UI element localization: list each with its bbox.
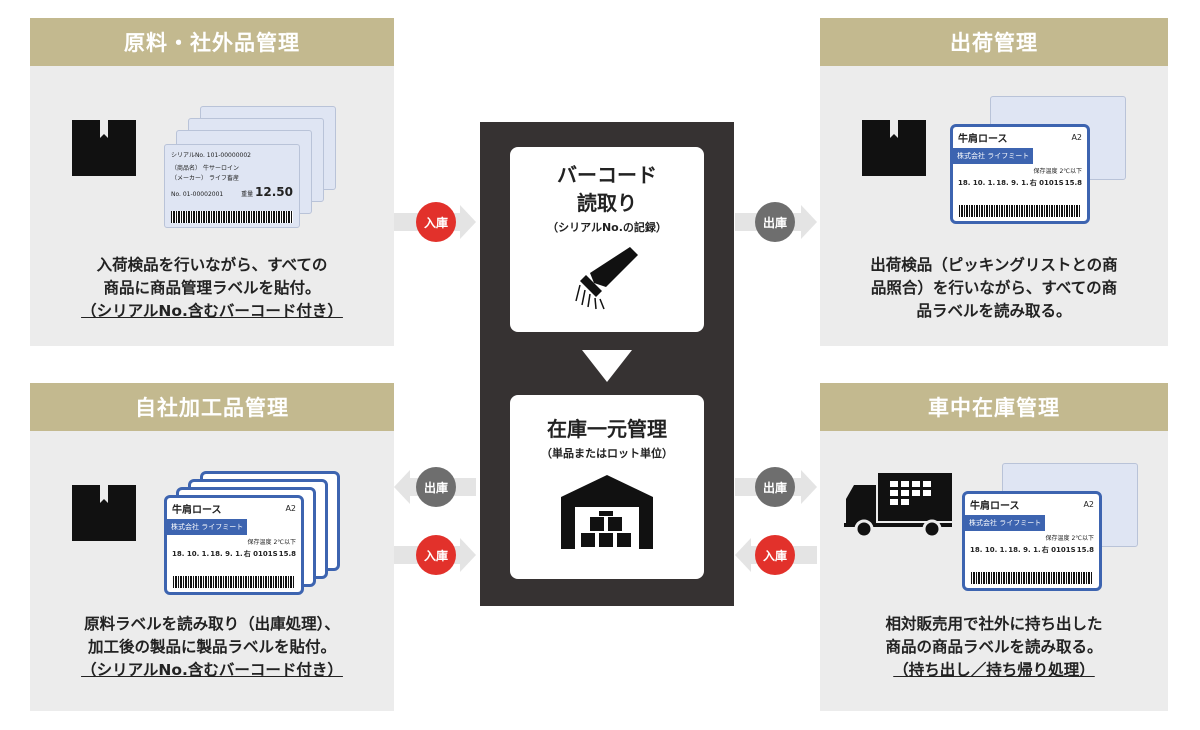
desc-line: 原料ラベルを読み取り（出庫処理）、 xyxy=(84,615,340,633)
product-name: 牛肩ロース xyxy=(172,505,222,516)
barcode-scan-box: バーコード 読取り （シリアルNo.の記録） xyxy=(510,147,704,332)
panel-description: 入荷検品を行いながら、すべての商品に商品管理ラベルを貼付。 （シリアルNo.含むバ… xyxy=(30,254,394,323)
desc-line: 入荷検品を行いながら、すべての xyxy=(96,256,328,274)
arrow-out-bottom-right: 出庫 xyxy=(735,467,817,507)
storage-temp: 保存温度 2℃以下 xyxy=(1033,168,1082,175)
product-name: 牛サーロイン xyxy=(202,165,239,172)
maker-key: （メーカー） xyxy=(171,175,208,182)
in-badge: 入庫 xyxy=(416,202,456,242)
product-name: 牛肩ロース xyxy=(958,134,1008,145)
desc-line: （シリアルNo.含むバーコード付き） xyxy=(81,302,343,320)
desc-line: 品照合）を行いながら、すべての商 xyxy=(870,279,1118,297)
desc-line: 商品に商品管理ラベルを貼付。 xyxy=(103,279,321,297)
arrow-out-bottom-left: 出庫 xyxy=(394,467,476,507)
box-icon xyxy=(72,120,136,176)
name-key: （商品名） xyxy=(171,165,202,172)
date: 18. 10. 1. xyxy=(970,546,1008,554)
arrow-in-top-left: 入庫 xyxy=(394,202,476,242)
desc-line: 出荷検品（ピッキングリストとの商 xyxy=(870,256,1118,274)
truck-icon xyxy=(844,473,952,539)
date: 18. 9. 1. xyxy=(210,550,243,558)
part-code: 右 0101S xyxy=(243,550,278,558)
weight-value: 12.50 xyxy=(255,185,293,199)
product-name: 牛肩ロース xyxy=(970,501,1020,512)
arrow-in-bottom-right: 入庫 xyxy=(735,535,817,575)
date: 18. 10. 1. xyxy=(172,550,210,558)
barcode xyxy=(971,572,1093,584)
weight-value: 15.8 xyxy=(1064,179,1082,187)
panel-description: 出荷検品（ピッキングリストとの商品照合）を行いながら、すべての商品ラベルを読み取… xyxy=(820,254,1168,323)
arrow-shape xyxy=(460,205,476,239)
arrow-out-top-right: 出庫 xyxy=(735,202,817,242)
out-badge: 出庫 xyxy=(416,467,456,507)
stock-subtitle: （単品またはロット単位） xyxy=(541,447,673,460)
barcode xyxy=(171,211,293,223)
product-label: 牛肩ロース A2 株式会社 ライフミート 保存温度 2℃以下 18. 10. 1.… xyxy=(962,491,1102,591)
grade: A2 xyxy=(285,504,296,513)
barcode xyxy=(173,576,295,588)
warehouse-icon xyxy=(561,475,653,549)
serial-number: シリアルNo. 101-00000002 xyxy=(171,152,251,159)
panel-shipping: 出荷管理 牛肩ロース A2 株式会社 ライフミート 保存温度 2℃以下 18. 1… xyxy=(820,18,1168,346)
scan-subtitle: （シリアルNo.の記録） xyxy=(547,221,667,234)
in-badge: 入庫 xyxy=(416,535,456,575)
panel-raw-materials: 原料・社外品管理 シリアルNo. 101-00000002 （商品名） 牛サーロ… xyxy=(30,18,394,346)
desc-line: （シリアルNo.含むバーコード付き） xyxy=(81,661,343,679)
desc-line: 品ラベルを読み取る。 xyxy=(916,302,1072,320)
grade: A2 xyxy=(1083,500,1094,509)
product-label: 牛肩ロース A2 株式会社 ライフミート 保存温度 2℃以下 18. 10. 1.… xyxy=(164,495,304,595)
panel-title: 車中在庫管理 xyxy=(820,383,1168,431)
panel-title: 原料・社外品管理 xyxy=(30,18,394,66)
desc-line: 加工後の製品に製品ラベルを貼付。 xyxy=(87,638,336,656)
scan-title: 読取り xyxy=(577,191,637,215)
desc-line: 相対販売用で社外に持ち出した xyxy=(885,615,1103,633)
stock-title: 在庫一元管理 xyxy=(547,417,667,441)
weight-value: 15.8 xyxy=(1076,546,1094,554)
panel-description: 相対販売用で社外に持ち出した商品の商品ラベルを読み取る。 （持ち出し／持ち帰り処理… xyxy=(820,613,1168,682)
storage-temp: 保存温度 2℃以下 xyxy=(1045,535,1094,542)
part-code: 右 0101S xyxy=(1041,546,1076,554)
arrow-in-bottom-left: 入庫 xyxy=(394,535,476,575)
storage-temp: 保存温度 2℃以下 xyxy=(247,539,296,546)
panel-in-house-processing: 自社加工品管理 牛肩ロース A2 株式会社 ライフミート 保存温度 2℃以下 18… xyxy=(30,383,394,711)
part-code: 右 0101S xyxy=(1029,179,1064,187)
box-icon xyxy=(862,120,926,176)
date: 18. 9. 1. xyxy=(1008,546,1041,554)
arrow-shape xyxy=(801,205,817,239)
inventory-management-box: 在庫一元管理 （単品またはロット単位） xyxy=(510,395,704,579)
panel-title: 出荷管理 xyxy=(820,18,1168,66)
company-name: 株式会社 ライフミート xyxy=(965,515,1046,531)
weight-value: 15.8 xyxy=(278,550,296,558)
company-name: 株式会社 ライフミート xyxy=(167,519,248,535)
barcode xyxy=(959,205,1081,217)
weight-key: 重量 xyxy=(241,191,254,198)
grade: A2 xyxy=(1071,133,1082,142)
scan-title: バーコード xyxy=(557,163,657,187)
product-label: 牛肩ロース A2 株式会社 ライフミート 保存温度 2℃以下 18. 10. 1.… xyxy=(950,124,1090,224)
central-system: バーコード 読取り （シリアルNo.の記録） 在庫一元管理 （単品またはロット単… xyxy=(480,122,734,606)
barcode-scanner-icon xyxy=(575,247,638,310)
date: 18. 9. 1. xyxy=(996,179,1029,187)
in-badge: 入庫 xyxy=(755,535,795,575)
arrow-shape xyxy=(394,470,410,504)
lot-number: No. 01-00002001 xyxy=(171,191,224,198)
company-name: 株式会社 ライフミート xyxy=(953,148,1034,164)
arrow-shape xyxy=(801,470,817,504)
out-badge: 出庫 xyxy=(755,202,795,242)
out-badge: 出庫 xyxy=(755,467,795,507)
arrow-shape xyxy=(735,538,751,572)
down-triangle-icon xyxy=(582,350,632,382)
date: 18. 10. 1. xyxy=(958,179,996,187)
panel-in-vehicle-stock: 車中在庫管理 牛肩ロース A2 株式会社 ライフミート 保存温度 2℃以下 18.… xyxy=(820,383,1168,711)
arrow-shape xyxy=(460,538,476,572)
maker-name: ライフ畜産 xyxy=(208,175,239,182)
desc-line: 商品の商品ラベルを読み取る。 xyxy=(885,638,1103,656)
panel-description: 原料ラベルを読み取り（出庫処理）、加工後の製品に製品ラベルを貼付。 （シリアルNo… xyxy=(30,613,394,682)
product-label: シリアルNo. 101-00000002 （商品名） 牛サーロイン （メーカー）… xyxy=(164,144,300,228)
panel-title: 自社加工品管理 xyxy=(30,383,394,431)
desc-line: （持ち出し／持ち帰り処理） xyxy=(893,661,1095,679)
box-icon xyxy=(72,485,136,541)
